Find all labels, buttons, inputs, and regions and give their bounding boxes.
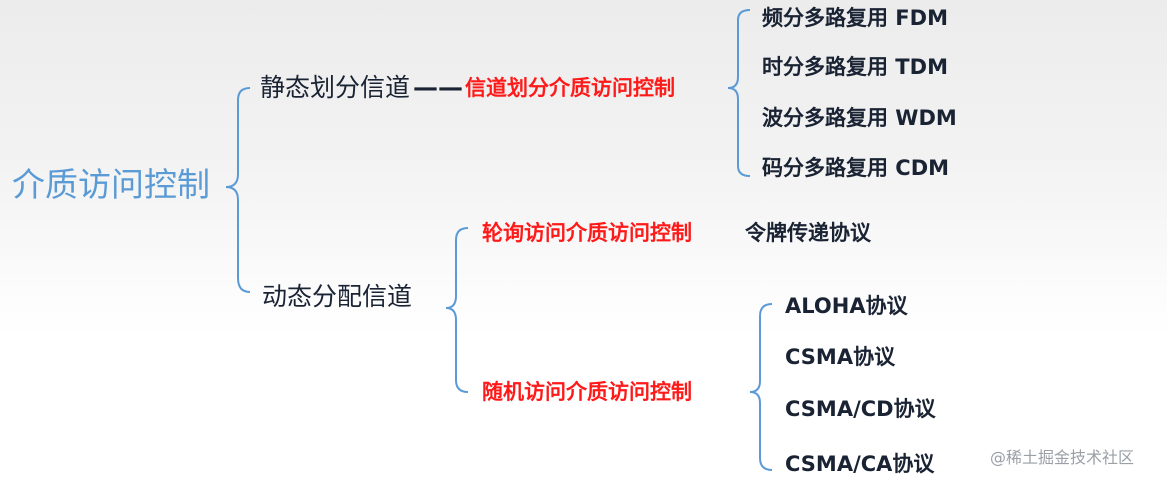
channel-partition-node: 信道划分介质访问控制 bbox=[465, 76, 675, 100]
dynamic-channel-node: 动态分配信道 bbox=[262, 282, 413, 311]
polling-node: 轮询访问介质访问控制 bbox=[482, 221, 692, 245]
random-bracket bbox=[749, 303, 773, 471]
watermark: @稀土掘金技术社区 bbox=[990, 448, 1135, 467]
root-node: 介质访问控制 bbox=[12, 165, 210, 204]
root-bracket bbox=[225, 87, 251, 293]
random-access-node: 随机访问介质访问控制 bbox=[482, 380, 692, 404]
static-leaf-cdm: 码分多路复用 CDM bbox=[762, 156, 950, 180]
random-leaf-csma-ca: CSMA/CA协议 bbox=[785, 452, 935, 476]
static-bracket bbox=[727, 9, 751, 177]
dynamic-bracket bbox=[445, 227, 469, 393]
static-channel-node: 静态划分信道 bbox=[260, 73, 411, 102]
random-leaf-aloha: ALOHA协议 bbox=[785, 294, 908, 318]
static-leaf-tdm: 时分多路复用 TDM bbox=[762, 55, 948, 79]
token-passing-node: 令牌传递协议 bbox=[745, 221, 871, 245]
static-connector: —— bbox=[413, 73, 463, 102]
random-leaf-csma-cd: CSMA/CD协议 bbox=[785, 397, 936, 421]
static-leaf-fdm: 频分多路复用 FDM bbox=[762, 6, 948, 30]
static-leaf-wdm: 波分多路复用 WDM bbox=[762, 106, 957, 130]
random-leaf-csma: CSMA协议 bbox=[785, 345, 896, 369]
